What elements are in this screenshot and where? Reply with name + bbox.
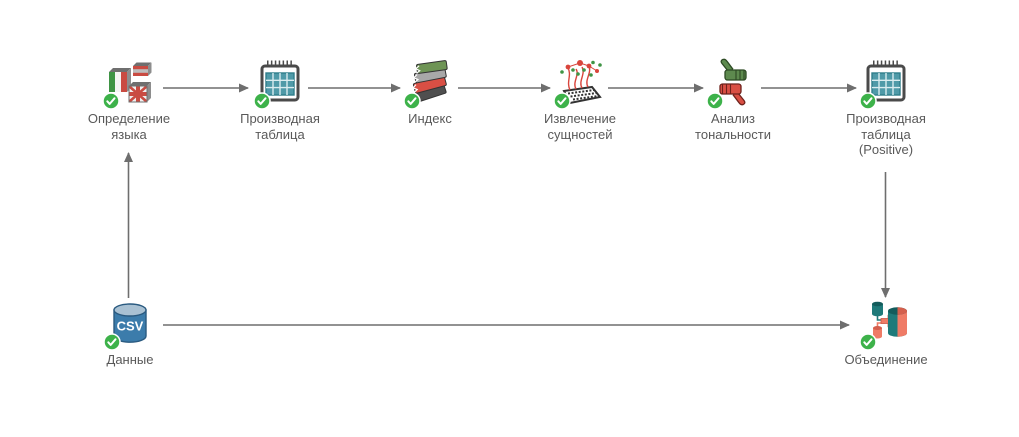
node-label-line: сущностей bbox=[547, 126, 613, 142]
node-label-line: Объединение bbox=[844, 352, 928, 367]
node-join[interactable]: Объединение bbox=[811, 299, 961, 368]
status-success-icon bbox=[859, 333, 877, 351]
language-flags-icon bbox=[109, 62, 152, 103]
node-label-line: таблица bbox=[861, 126, 911, 142]
node-label: Объединение bbox=[811, 352, 961, 368]
node-label-line: Индекс bbox=[408, 111, 452, 126]
node-data[interactable]: CSV Данные bbox=[55, 299, 205, 368]
node-sentiment-analysis[interactable]: Анализ тональности bbox=[658, 58, 808, 142]
status-success-icon bbox=[403, 92, 421, 110]
status-success-icon bbox=[103, 333, 121, 351]
node-label-line: (Positive) bbox=[858, 142, 914, 157]
node-label-line: Производная bbox=[846, 111, 926, 126]
books-stack-icon bbox=[412, 60, 448, 103]
node-label: Индекс bbox=[355, 111, 505, 127]
table-icon bbox=[866, 60, 906, 102]
node-entity-extraction[interactable]: Извлечение сущностей bbox=[505, 58, 655, 142]
node-label-line: таблица bbox=[255, 126, 305, 142]
status-success-icon bbox=[253, 92, 271, 110]
node-label: Извлечение сущностей bbox=[505, 111, 655, 142]
status-success-icon bbox=[706, 92, 724, 110]
table-icon bbox=[260, 60, 300, 102]
node-label-line: Определение bbox=[87, 111, 171, 126]
node-label-line: Данные bbox=[106, 352, 154, 367]
csv-label: CSV bbox=[117, 319, 144, 334]
thumbs-up-down-icon bbox=[719, 58, 747, 106]
node-label: Определение языка bbox=[54, 111, 204, 142]
join-cylinders-icon bbox=[872, 301, 907, 339]
csv-database-icon: CSV bbox=[113, 303, 147, 343]
node-label-line: тональности bbox=[695, 126, 771, 142]
node-label: Производная таблица bbox=[205, 111, 355, 142]
node-label: Производная таблица (Positive) bbox=[811, 111, 961, 158]
node-language-detection[interactable]: Определение языка bbox=[54, 58, 204, 142]
node-label: Анализ тональности bbox=[658, 111, 808, 142]
status-success-icon bbox=[553, 92, 571, 110]
status-success-icon bbox=[859, 92, 877, 110]
node-label-line: Извлечение bbox=[544, 111, 616, 126]
node-label-line: языка bbox=[111, 126, 147, 142]
node-label: Данные bbox=[55, 352, 205, 368]
node-label-line: Производная bbox=[240, 111, 320, 126]
node-index[interactable]: Индекс bbox=[355, 58, 505, 127]
node-derived-table-positive[interactable]: Производная таблица (Positive) bbox=[811, 58, 961, 158]
node-derived-table[interactable]: Производная таблица bbox=[205, 58, 355, 142]
node-label-line: Анализ bbox=[711, 111, 755, 126]
status-success-icon bbox=[102, 92, 120, 110]
